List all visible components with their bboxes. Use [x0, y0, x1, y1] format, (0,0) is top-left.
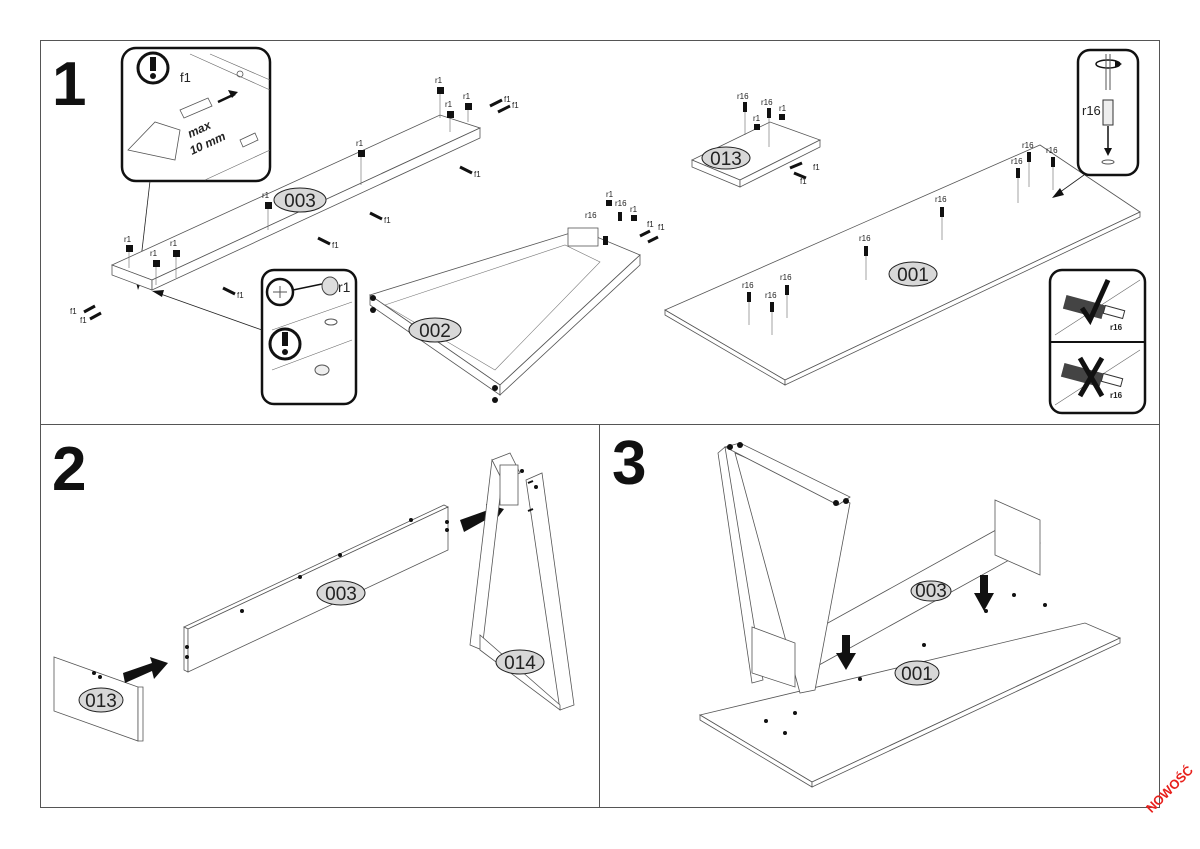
- fastener-label: r16: [1022, 141, 1034, 150]
- down-arrow-icon: [836, 635, 856, 670]
- fastener-label: f1: [237, 291, 244, 300]
- fastener-label: r16: [1110, 323, 1123, 332]
- step-2-diagram: 013 003 014: [53, 452, 575, 742]
- part-014-leg-frame: 014: [469, 452, 575, 711]
- step-1-panel: 1 f1 max 10 mm: [40, 40, 1160, 425]
- fastener-label: r16: [585, 211, 597, 220]
- step-number: 1: [52, 50, 87, 119]
- fastener-label: r16: [780, 273, 792, 282]
- fastener-label: r16: [1011, 157, 1023, 166]
- fastener-label: r16: [859, 234, 871, 243]
- fastener-label: f1: [384, 216, 391, 225]
- arrow-icon: [123, 657, 168, 683]
- warning-icon: [268, 327, 302, 361]
- fastener-label: f1: [332, 241, 339, 250]
- warning-icon: [136, 51, 170, 85]
- step-1-diagram: f1 max 10 mm 003 r1: [70, 46, 1147, 415]
- pin-insert-callout: f1 max 10 mm: [120, 46, 272, 290]
- fastener-label: r1: [124, 235, 132, 244]
- fastener-label: r1: [262, 191, 270, 200]
- part-001-tabletop: 001: [698, 593, 1121, 788]
- fastener-label: r16: [1082, 103, 1101, 118]
- fastener-label: r1: [463, 92, 471, 101]
- fastener-label: r16: [761, 98, 773, 107]
- fastener-label: r16: [935, 195, 947, 204]
- step-number: 3: [612, 429, 647, 498]
- fastener-label: r16: [615, 199, 627, 208]
- fastener-label: r1: [338, 279, 351, 295]
- fastener-label: r16: [742, 281, 754, 290]
- fastener-label: f1: [80, 316, 87, 325]
- part-013-end-panel: 013 r16 r16 r1 r1 f1 f1: [691, 92, 822, 188]
- fastener-label: f1: [504, 95, 511, 104]
- fastener-label: f1: [813, 163, 820, 172]
- bolt-screw-callout: r16: [1052, 48, 1140, 198]
- fastener-label: r1: [170, 239, 178, 248]
- fastener-label: f1: [474, 170, 481, 179]
- part-003-rail: 003: [183, 504, 449, 673]
- fastener-label: f1: [180, 70, 191, 85]
- checkmark-icon: [1079, 278, 1111, 326]
- part-number-003: 003: [325, 584, 357, 605]
- fastener-label: r1: [445, 100, 453, 109]
- fastener-label: r1: [150, 249, 158, 258]
- fastener-label: r1: [779, 104, 787, 113]
- step-3-diagram: 001 003: [698, 442, 1121, 788]
- cam-orientation-callout: r1: [152, 268, 358, 406]
- wrong-bolt: r16: [1060, 356, 1124, 400]
- part-003-rail: 003: [769, 499, 1041, 671]
- fastener-label: f1: [70, 307, 77, 316]
- fastener-label: f1: [658, 223, 665, 232]
- fastener-label: r1: [356, 139, 364, 148]
- fastener-label: r16: [765, 291, 777, 300]
- part-002-leg-frame: 002 r16 r1 r16 r1 f1 f1: [369, 190, 665, 403]
- step-3-panel: 3 001 003: [600, 425, 1160, 808]
- fastener-label: r1: [630, 205, 638, 214]
- step-number: 2: [52, 435, 87, 504]
- fastener-label: f1: [512, 101, 519, 110]
- part-number-001: 001: [897, 265, 929, 286]
- part-001-tabletop: 001 r16 r16 r16 r16 r16 r16 r16 r16: [664, 141, 1141, 386]
- part-number-003: 003: [915, 581, 947, 602]
- fastener-label: r1: [435, 76, 443, 85]
- fastener-label: r16: [1046, 146, 1058, 155]
- part-number-001: 001: [901, 664, 933, 685]
- part-number-014: 014: [504, 653, 536, 674]
- part-number-013: 013: [710, 149, 742, 170]
- fastener-label: r1: [753, 114, 761, 123]
- fastener-label: r16: [1110, 391, 1123, 400]
- correct-wrong-callout: r16 r16: [1048, 268, 1147, 415]
- part-013-end-panel: 013: [53, 656, 144, 742]
- cross-icon: [1077, 356, 1105, 398]
- part-number-003: 003: [284, 191, 316, 212]
- correct-bolt: r16: [1062, 278, 1126, 332]
- down-arrow-icon: [974, 575, 994, 611]
- fastener-label: f1: [800, 177, 807, 186]
- part-014-leg-frame: [717, 442, 851, 694]
- fastener-label: r16: [737, 92, 749, 101]
- part-003-rail: 003 r1 r1 r1 r1 r1 r1 r1 r1 f1: [70, 76, 519, 325]
- fastener-label: r1: [606, 190, 614, 199]
- part-number-002: 002: [419, 321, 451, 342]
- fastener-label: f1: [647, 220, 654, 229]
- step-2-panel: 2 013 003: [40, 425, 600, 808]
- part-number-013: 013: [85, 691, 117, 712]
